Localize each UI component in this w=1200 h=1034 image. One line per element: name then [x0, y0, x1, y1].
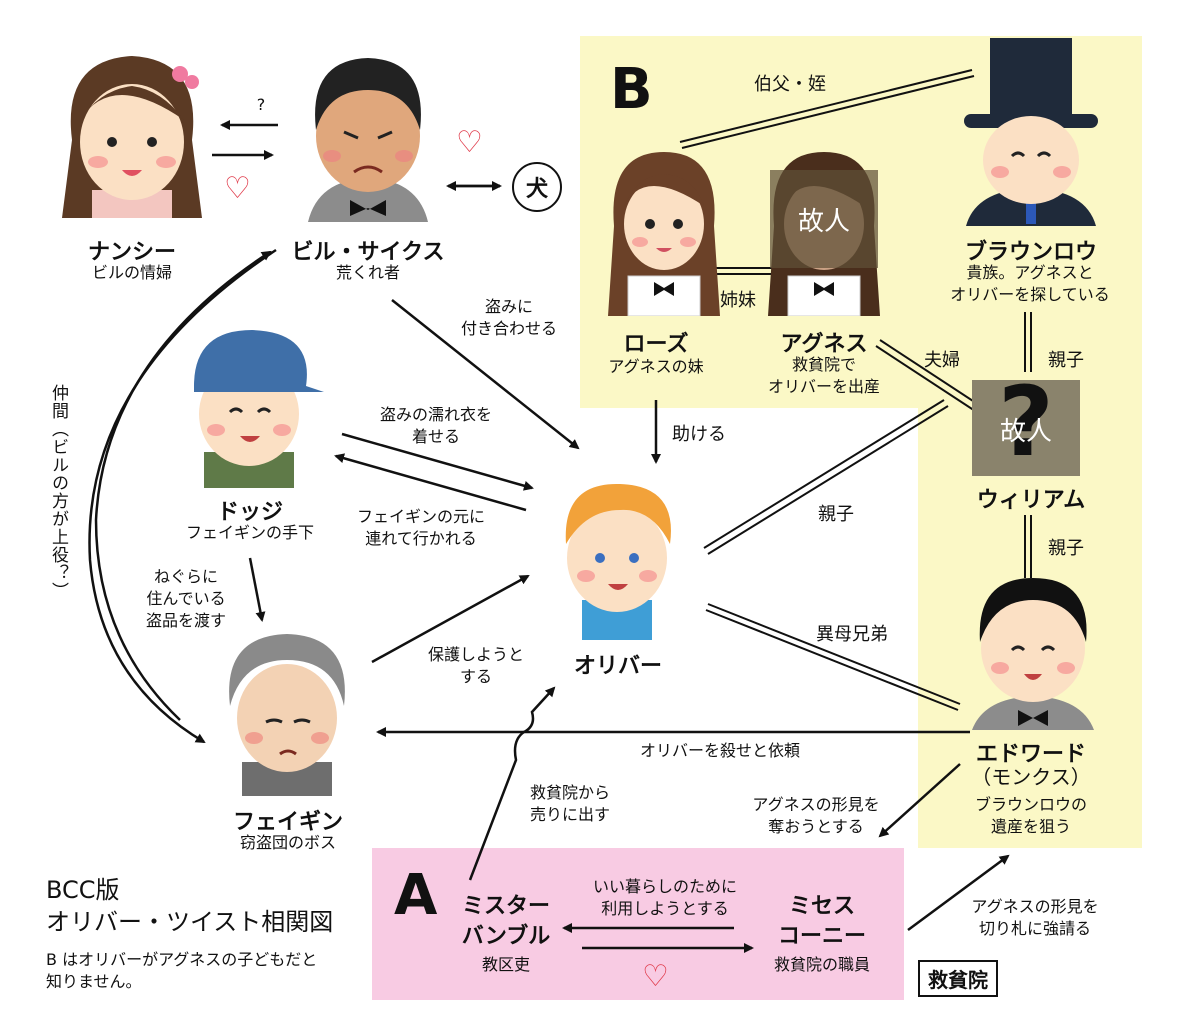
label-parent-child-2: 親子 [1048, 538, 1084, 559]
agnes-name: アグネス [780, 332, 868, 357]
brownlow-desc-2: オリバーを探している [950, 285, 1110, 304]
corney-name-1: ミセス [788, 894, 855, 919]
rose-name: ローズ [623, 332, 689, 357]
diagram-note-1: B はオリバーがアグネスの子どもだと [46, 950, 318, 969]
group-a-label: A [394, 863, 438, 928]
bumble-desc: 教区吏 [481, 955, 530, 974]
bill-name: ビル・サイクス [291, 240, 445, 265]
diagram-title-1: BCC版 [46, 876, 120, 904]
label-frame-2: 着せる [411, 427, 460, 446]
rose-avatar [608, 152, 720, 316]
label-sell-2: 売りに出す [529, 805, 610, 824]
dodger-desc: フェイギンの手下 [185, 523, 314, 542]
label-den-3: 盗品を渡す [145, 611, 226, 630]
label-den-2: 住んでいる [146, 589, 226, 608]
label-steal-keepsake-2: 奪おうとする [768, 817, 864, 836]
label-kill-request: オリバーを殺せと依頼 [639, 741, 800, 760]
label-sell-1: 救貧院から [529, 783, 610, 802]
label-taken-1: フェイギンの元に [356, 507, 485, 526]
label-extort-2: 切り札に強請る [978, 919, 1091, 938]
oliver-avatar [565, 483, 671, 640]
bill-avatar [308, 58, 428, 222]
rose-desc: アグネスの妹 [608, 357, 704, 376]
label-half-brothers: 異母兄弟 [816, 624, 888, 645]
william-mystery-mark: ? [998, 366, 1054, 478]
edward-desc-1: ブラウンロウの [974, 795, 1087, 814]
diagram-title-2: オリバー・ツイスト相関図 [46, 908, 334, 936]
heart-bill: ♡ [456, 125, 483, 160]
label-taken-2: 連れて行かれる [365, 529, 477, 548]
label-use-2: 利用しようとする [601, 899, 729, 918]
william-name: ウィリアム [976, 488, 1086, 513]
agnes-desc-2: オリバーを出産 [767, 377, 880, 396]
label-comrade: 仲間（ビルの方が上役？） [48, 384, 68, 600]
heart-nancy: ♡ [224, 171, 251, 206]
edward-desc-2: 遺産を狙う [990, 817, 1071, 836]
edward-name: エドワード [975, 742, 1086, 767]
edward-avatar [972, 578, 1094, 730]
label-den-1: ねぐらに [153, 567, 218, 586]
fagin-name: フェイギン [232, 810, 343, 835]
dodger-avatar [194, 330, 324, 488]
label-couple: 夫婦 [924, 350, 960, 371]
agnes-deceased-overlay: 故人 [770, 170, 878, 268]
fagin-desc: 窃盗団のボス [239, 833, 336, 852]
william-deceased-label: 故人 [999, 416, 1052, 447]
bumble-name-1: ミスター [461, 894, 550, 919]
label-steal-2: 付き合わせる [460, 319, 557, 338]
bill-desc: 荒くれ者 [335, 263, 400, 282]
edward-alias: （モンクス） [971, 765, 1091, 789]
brownlow-avatar [964, 38, 1098, 226]
label-steal-keepsake-1: アグネスの形見を [752, 795, 880, 814]
william-portrait [972, 380, 1080, 476]
brownlow-desc-1: 貴族。アグネスと [966, 263, 1094, 282]
group-b-label: B [610, 57, 653, 122]
label-protect-2: する [459, 667, 492, 686]
label-help: 助ける [672, 424, 726, 445]
poorhouse-label: 救貧院 [918, 960, 998, 997]
nancy-bill-question: ? [256, 95, 266, 114]
label-sisters: 姉妹 [720, 290, 756, 311]
bumble-name-2: バンブル [461, 924, 551, 949]
dodger-name: ドッジ [216, 500, 283, 525]
agnes-desc-1: 救貧院で [791, 355, 856, 374]
heart-bumble-corney: ♡ [642, 959, 669, 994]
label-parent-child-3: 親子 [818, 504, 854, 525]
label-protect-1: 保護しようと [427, 645, 524, 664]
label-parent-child-1: 親子 [1048, 350, 1084, 371]
diagram-note-2: 知りません。 [46, 972, 142, 991]
label-uncle-niece: 伯父・姪 [754, 74, 826, 95]
dog-node: 犬 [512, 162, 562, 212]
nancy-avatar [62, 56, 202, 218]
oliver-name: オリバー [573, 654, 662, 679]
label-use-1: いい暮らしのために [592, 877, 737, 896]
nancy-desc: ビルの情婦 [91, 263, 172, 282]
corney-name-2: コーニー [777, 924, 866, 949]
label-steal-1: 盗みに [484, 297, 533, 316]
group-a-zone [372, 848, 904, 1000]
fagin-avatar [229, 634, 345, 796]
corney-desc: 救貧院の職員 [773, 955, 870, 974]
label-frame-1: 盗みの濡れ衣を [379, 405, 492, 424]
nancy-name: ナンシー [87, 240, 176, 265]
label-extort-1: アグネスの形見を [971, 897, 1099, 916]
brownlow-name: ブラウンロウ [964, 240, 1097, 265]
